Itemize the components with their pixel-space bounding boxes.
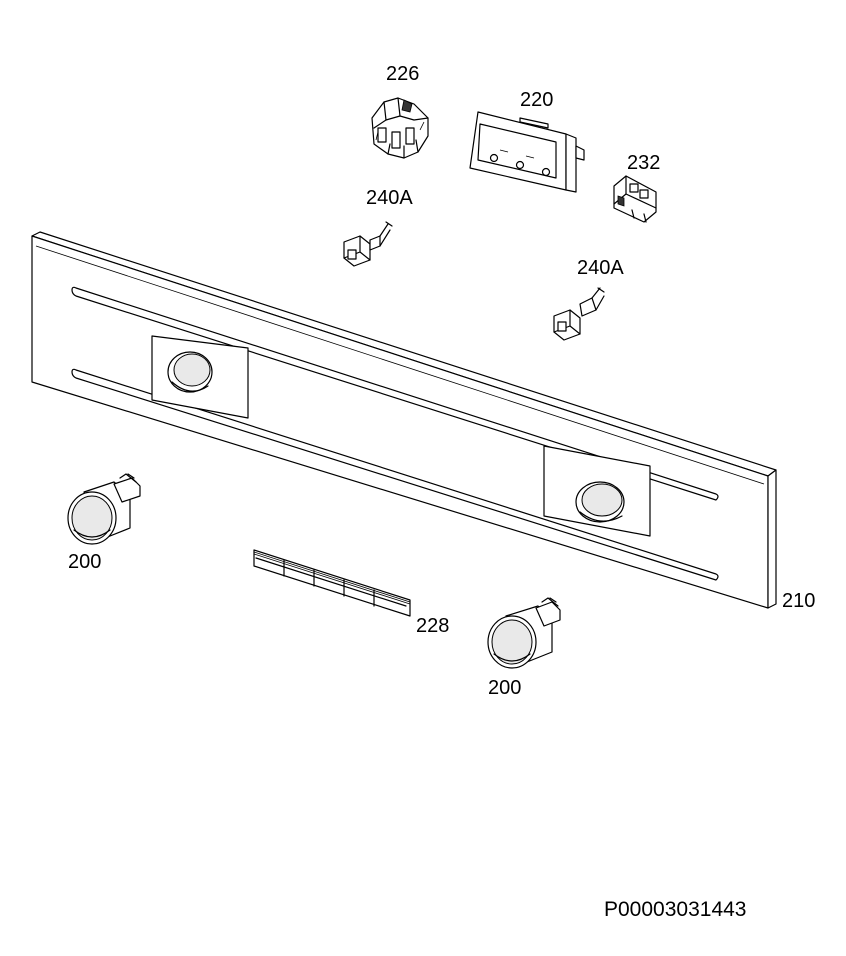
part-232-terminal-block bbox=[613, 175, 657, 223]
part-220-display-module bbox=[469, 111, 585, 193]
label-228: 228 bbox=[416, 615, 449, 637]
label-226: 226 bbox=[386, 63, 419, 85]
label-200-left: 200 bbox=[68, 551, 101, 573]
part-228-button-strip bbox=[253, 549, 411, 617]
part-200-knob-right bbox=[487, 597, 561, 669]
label-210: 210 bbox=[782, 590, 815, 612]
part-240a-switch-lower bbox=[553, 287, 605, 341]
part-200-knob-left bbox=[67, 473, 141, 545]
label-232: 232 bbox=[627, 152, 660, 174]
reference-code: P00003031443 bbox=[604, 898, 746, 921]
label-240a-lower: 240A bbox=[577, 257, 624, 279]
part-240a-switch-upper bbox=[343, 221, 393, 267]
part-226-connector-block bbox=[371, 97, 429, 159]
part-210-control-panel bbox=[31, 231, 777, 609]
label-200-right: 200 bbox=[488, 677, 521, 699]
label-220: 220 bbox=[520, 89, 553, 111]
label-240a-upper: 240A bbox=[366, 187, 413, 209]
